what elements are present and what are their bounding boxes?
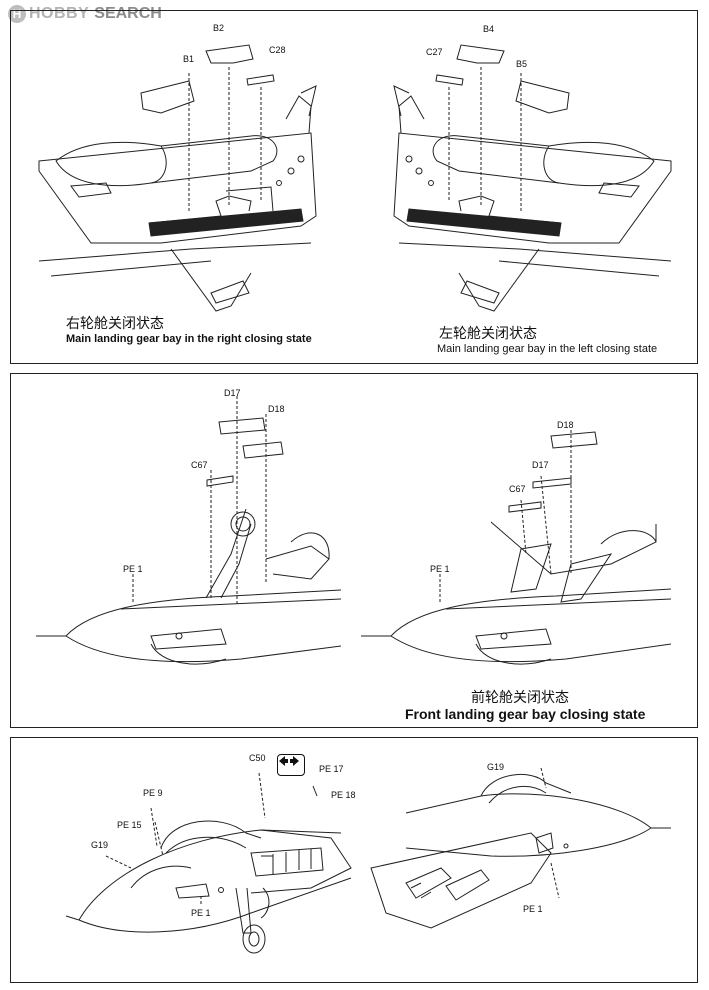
- site-logo: H HOBBY SEARCH: [8, 4, 162, 24]
- front-gear-bay-drawing: [36, 396, 672, 665]
- part-label-pe1-right: PE 1: [430, 564, 450, 574]
- part-label-g19-right: G19: [487, 762, 505, 772]
- part-label-b5: B5: [516, 59, 528, 69]
- left-gear-bay-aircraft: [393, 44, 672, 312]
- right-gear-bay-aircraft: [38, 44, 317, 312]
- part-label-c27: C27: [426, 47, 443, 57]
- part-label-b1: B1: [183, 54, 195, 64]
- caption-right-bay-en: Main landing gear bay in the right closi…: [66, 333, 312, 345]
- main-gear-bay-panel: B2 B1 C28 B4 C27 B5 右轮舱关闭状态 Main landing…: [10, 10, 698, 364]
- double-arrow-glyph: [279, 756, 299, 766]
- logo-suffix: SEARCH: [94, 5, 162, 22]
- part-label-d18-left: D18: [268, 404, 285, 414]
- part-label-pe18: PE 18: [331, 790, 356, 800]
- left-right-arrows-icon: [277, 754, 305, 776]
- front-bay-closed-aircraft: [361, 430, 672, 665]
- logo-badge: H: [8, 5, 26, 23]
- caption-right-bay-cn: 右轮舱关闭状态: [66, 316, 164, 332]
- part-label-pe1-right: PE 1: [523, 904, 543, 914]
- part-label-c50: C50: [249, 753, 266, 763]
- part-label-d17-left: D17: [224, 388, 241, 398]
- caption-front-bay-en: Front landing gear bay closing state: [405, 706, 646, 722]
- caption-left-bay-en: Main landing gear bay in the left closin…: [437, 343, 658, 355]
- part-label-d17-right: D17: [532, 460, 549, 470]
- part-label-pe1-left: PE 1: [123, 564, 143, 574]
- assembly-panel: C50 PE 17 PE 18 PE 9 PE 15 G19 PE 1 G19 …: [10, 737, 698, 983]
- part-label-b2: B2: [213, 23, 225, 33]
- part-label-d18-right: D18: [557, 420, 574, 430]
- part-label-pe15: PE 15: [117, 820, 142, 830]
- part-label-pe1-left: PE 1: [191, 908, 211, 918]
- caption-left-bay-cn: 左轮舱关闭状态: [439, 326, 537, 342]
- part-label-pe17: PE 17: [319, 764, 344, 774]
- part-label-c67-right: C67: [509, 484, 526, 494]
- part-label-c67-left: C67: [191, 460, 208, 470]
- part-label-c28: C28: [269, 45, 286, 55]
- part-label-pe9: PE 9: [143, 788, 163, 798]
- assembly-right-aircraft: [370, 767, 671, 929]
- main-gear-bay-drawing: [38, 44, 672, 312]
- assembly-left-aircraft: [65, 772, 352, 954]
- logo-text: HOBBY: [29, 5, 90, 22]
- part-label-g19-left: G19: [91, 840, 109, 850]
- part-label-b4: B4: [483, 24, 495, 34]
- front-bay-open-aircraft: [36, 396, 342, 665]
- assembly-drawing: [65, 767, 671, 954]
- caption-front-bay-cn: 前轮舱关闭状态: [471, 690, 569, 706]
- front-gear-bay-panel: D17 D18 C67 PE 1 D18 D17 C67 PE 1 前轮舱关闭状…: [10, 373, 698, 728]
